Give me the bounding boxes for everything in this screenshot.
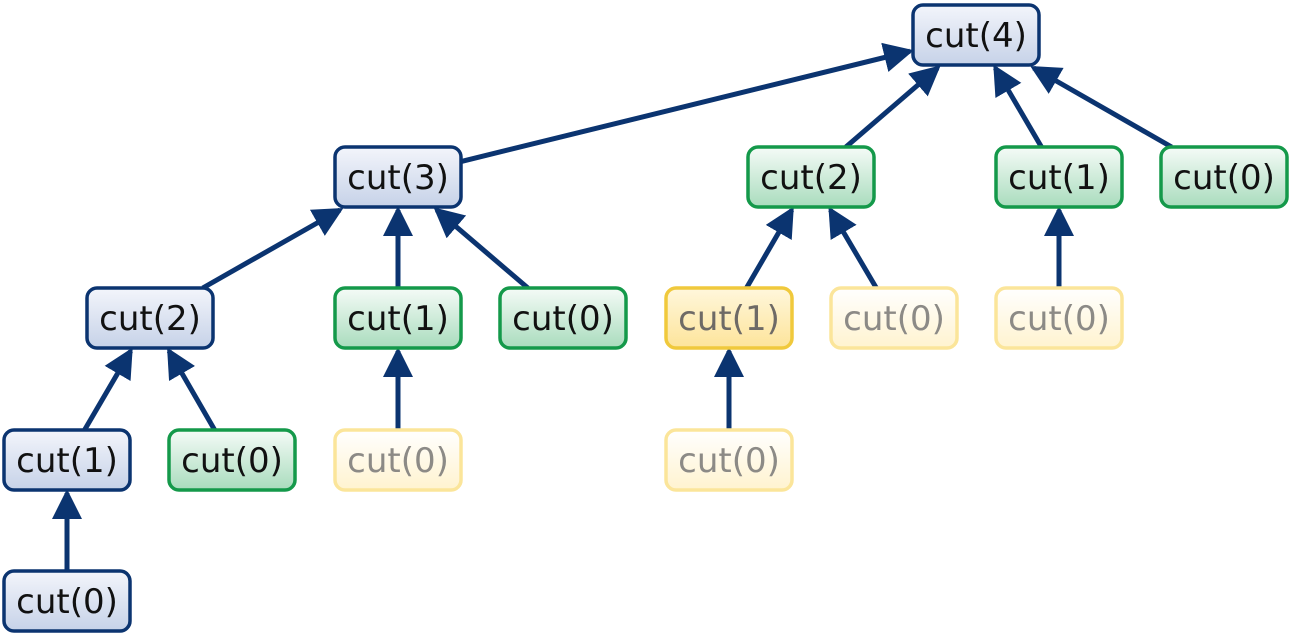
node-label: cut(0) <box>512 299 614 339</box>
node-n0h: cut(0) <box>994 286 1124 350</box>
node-n1c: cut(1) <box>994 145 1124 209</box>
node-box <box>333 286 463 350</box>
node-box <box>994 145 1124 209</box>
node-n0e: cut(0) <box>333 428 463 492</box>
node-n0c: cut(0) <box>498 286 628 350</box>
node-box <box>911 3 1041 67</box>
node-n0a: cut(0) <box>2 569 132 633</box>
node-label: cut(2) <box>760 158 862 198</box>
node-box <box>829 286 959 350</box>
node-label: cut(1) <box>16 441 118 481</box>
edge-n3-to-n4 <box>460 42 914 164</box>
node-box <box>664 428 794 492</box>
edge-n0f-to-n2b <box>828 206 879 290</box>
node-n0f: cut(0) <box>829 286 959 350</box>
node-n2a: cut(2) <box>85 286 215 350</box>
node-n0b: cut(0) <box>167 428 297 492</box>
node-box <box>2 569 132 633</box>
node-box <box>746 145 876 209</box>
node-n0g: cut(0) <box>664 428 794 492</box>
node-label: cut(0) <box>843 299 945 339</box>
node-box <box>167 428 297 492</box>
node-label: cut(0) <box>1173 158 1275 198</box>
node-label: cut(3) <box>347 158 449 198</box>
nodes-layer: cut(4) cut(3) cut(2) cut(1) cut(0) cut(2) cut(… <box>2 3 1289 633</box>
node-n1d: cut(1) <box>664 286 794 350</box>
edge-n0d-to-n4 <box>1030 65 1173 150</box>
edge-n1c-to-n4 <box>993 64 1044 149</box>
node-label: cut(0) <box>347 441 449 481</box>
node-n4: cut(4) <box>911 3 1041 67</box>
node-label: cut(1) <box>678 299 780 339</box>
node-box <box>333 428 463 492</box>
node-n3: cut(3) <box>333 145 463 209</box>
node-box <box>994 286 1124 350</box>
node-box <box>2 428 132 492</box>
node-label: cut(0) <box>678 441 780 481</box>
node-label: cut(1) <box>1008 158 1110 198</box>
node-box <box>664 286 794 350</box>
edge-n2a-to-n3 <box>201 207 344 291</box>
node-n1a: cut(1) <box>2 428 132 492</box>
edge-n1d-to-n2b <box>744 206 794 290</box>
node-label: cut(0) <box>16 582 118 622</box>
node-n1b: cut(1) <box>333 286 463 350</box>
node-box <box>85 286 215 350</box>
node-label: cut(4) <box>925 16 1027 56</box>
edge-n2b-to-n4 <box>844 65 941 149</box>
node-n0d: cut(0) <box>1159 145 1289 209</box>
node-box <box>498 286 628 350</box>
node-box <box>1159 145 1289 209</box>
edges-layer <box>52 42 1173 571</box>
node-label: cut(1) <box>347 299 449 339</box>
edge-n0c-to-n3 <box>433 207 530 290</box>
node-label: cut(0) <box>181 441 283 481</box>
node-label: cut(2) <box>99 299 201 339</box>
node-box <box>333 145 463 209</box>
edge-n0b-to-n2a <box>166 347 217 432</box>
node-n2b: cut(2) <box>746 145 876 209</box>
node-label: cut(0) <box>1008 299 1110 339</box>
edge-n1a-to-n2a <box>82 347 133 432</box>
